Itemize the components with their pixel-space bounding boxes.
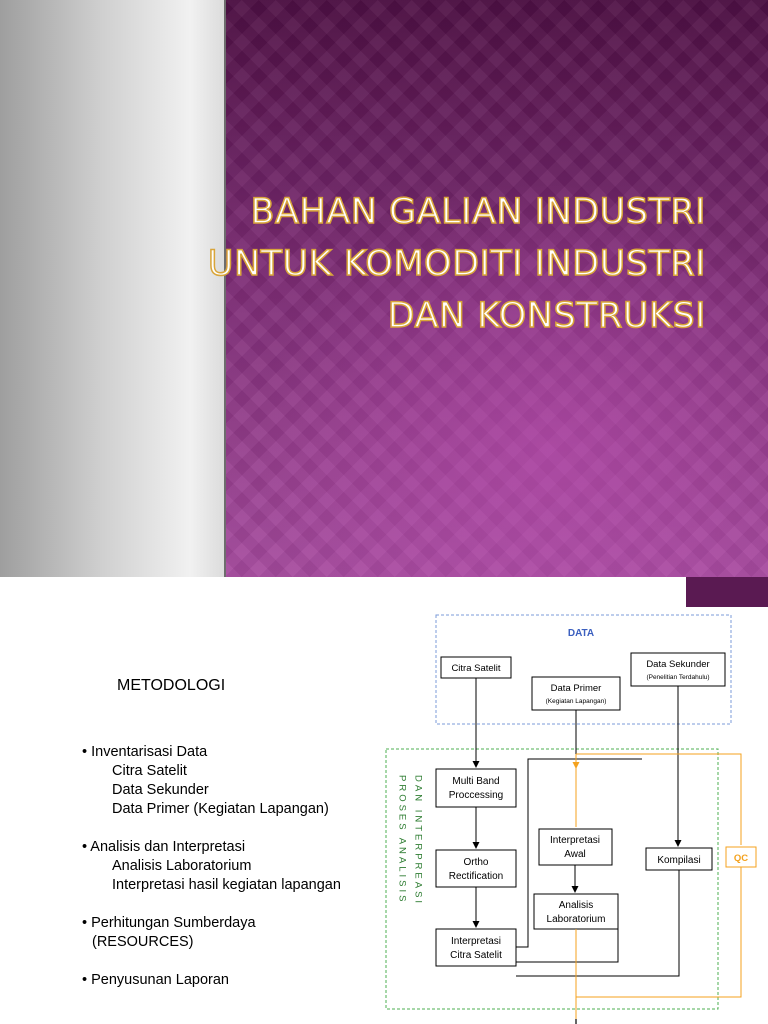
- interpretasi-awal-label-2: Awal: [564, 849, 586, 860]
- data-primer-sublabel: (Kegiatan Lapangan): [546, 698, 607, 705]
- title-line-1: BAHAN GALIAN INDUSTRI: [250, 191, 706, 233]
- analisis-lab-label-2: Laboratorium: [547, 914, 606, 925]
- bullet-group: • Inventarisasi Data Citra Satelit Data …: [82, 743, 341, 819]
- silver-panel: [0, 0, 224, 577]
- title-line-3: DAN KONSTRUKSI: [387, 295, 706, 337]
- data-sekunder-box: [630, 652, 726, 687]
- bullet-group: • Perhitungan Sumberdaya (RESOURCES): [82, 914, 341, 952]
- interpretasi-awal-box: [538, 828, 613, 866]
- title-slide: BAHAN GALIAN INDUSTRI UNTUK KOMODITI IND…: [0, 0, 768, 577]
- bullet-item: Data Sekunder: [112, 782, 209, 798]
- data-sekunder-label: Data Sekunder: [646, 659, 709, 670]
- ortho-box: [435, 849, 517, 888]
- bullet-item: Interpretasi hasil kegiatan lapangan: [112, 877, 341, 893]
- qc-loop: [572, 753, 742, 1024]
- interpretasi-citra-box: [435, 928, 517, 967]
- process-label-col1: PROSES ANALISIS: [397, 775, 408, 904]
- panel-divider: [224, 0, 226, 577]
- slide-title: BAHAN GALIAN INDUSTRI UNTUK KOMODITI IND…: [66, 186, 706, 342]
- data-primer-label: Data Primer: [551, 683, 602, 694]
- ortho-label-1: Ortho: [463, 857, 488, 868]
- qc-label: QC: [734, 853, 748, 864]
- data-sekunder-sublabel: (Penelitian Terdahulu): [646, 674, 709, 681]
- bullet-group: • Penyusunan Laporan: [82, 971, 341, 990]
- ortho-label-2: Rectification: [449, 871, 503, 882]
- methodology-slide: METODOLOGI • Inventarisasi Data Citra Sa…: [0, 577, 768, 1024]
- multi-band-label-1: Multi Band: [452, 776, 499, 787]
- purple-background: [225, 0, 768, 577]
- bullet-label: • Perhitungan Sumberdaya: [82, 915, 256, 931]
- bullet-label: • Inventarisasi Data: [82, 744, 208, 760]
- process-label-col2: DAN INTERPREASI: [413, 775, 424, 906]
- kompilasi-label: Kompilasi: [657, 855, 700, 866]
- methodology-flowchart: DATA PROSES ANALISIS DAN INTERPREASI Cit…: [385, 614, 757, 1024]
- bullet-item: Data Primer (Kegiatan Lapangan): [112, 801, 329, 817]
- analisis-lab-box: [533, 893, 619, 930]
- citra-satelit-label: Citra Satelit: [451, 663, 500, 674]
- data-group-box: [435, 614, 732, 725]
- interpretasi-awal-label-1: Interpretasi: [550, 835, 600, 846]
- methodology-heading: METODOLOGI: [117, 677, 226, 694]
- interpretasi-citra-label-2: Citra Satelit: [450, 950, 502, 961]
- bullet-group: • Analisis dan Interpretasi Analisis Lab…: [82, 838, 341, 895]
- interpretasi-citra-label-1: Interpretasi: [451, 936, 501, 947]
- bullet-item: (RESOURCES): [92, 934, 194, 950]
- bullet-label: • Analisis dan Interpretasi: [82, 839, 246, 855]
- data-group-label: DATA: [568, 628, 594, 639]
- bullet-item: Analisis Laboratorium: [112, 858, 252, 874]
- bullet-label: • Penyusunan Laporan: [82, 972, 229, 988]
- flow-connectors: [472, 678, 682, 977]
- title-line-2: UNTUK KOMODITI INDUSTRI: [207, 243, 706, 285]
- slide-edge-strip: [686, 577, 768, 607]
- multi-band-label-2: Proccessing: [449, 790, 503, 801]
- analisis-lab-label-1: Analisis: [559, 900, 593, 911]
- data-primer-box: [531, 676, 621, 711]
- process-group-box: [385, 748, 719, 1010]
- multi-band-box: [435, 768, 517, 808]
- bullet-list: • Inventarisasi Data Citra Satelit Data …: [82, 743, 341, 1009]
- bullet-item: Citra Satelit: [112, 763, 187, 779]
